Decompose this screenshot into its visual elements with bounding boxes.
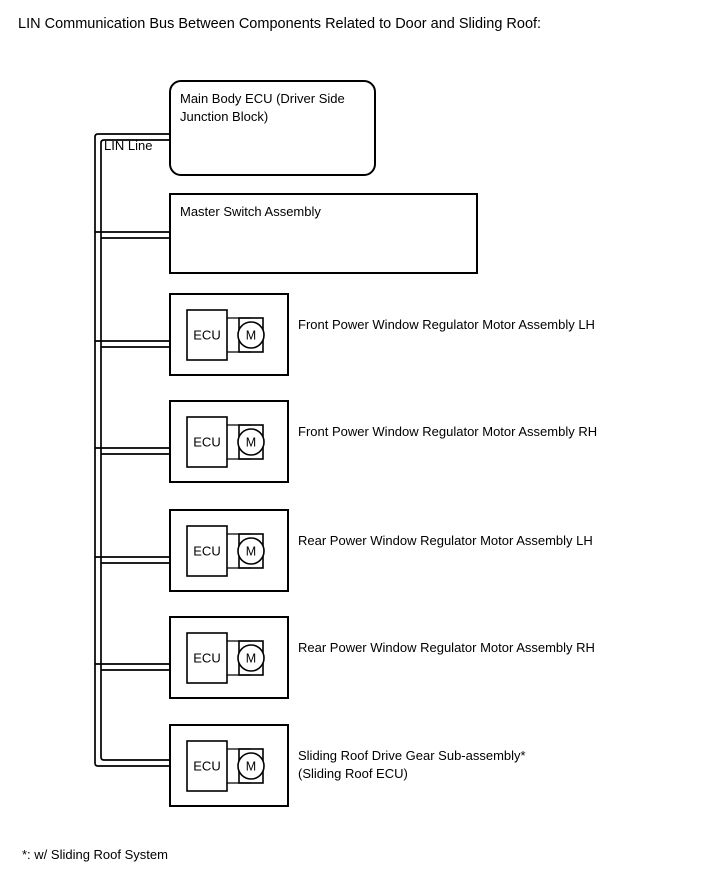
ecu-motor-wires-rear-power-window-regulator-motor-assembly-lh — [227, 533, 251, 569]
node-box-main-body-ecu — [169, 80, 376, 176]
ecu-block-rear-power-window-regulator-motor-assembly-lh — [186, 525, 228, 577]
ecu-block-front-power-window-regulator-motor-assembly-lh — [186, 309, 228, 361]
lin-branch-front-power-window-regulator-motor-assembly-rh — [95, 447, 170, 455]
lin-branch-rear-power-window-regulator-motor-assembly-lh — [95, 556, 170, 564]
node-rear-power-window-regulator-motor-assembly-lh: ECU M — [169, 509, 289, 592]
node-front-power-window-regulator-motor-assembly-lh: ECU M — [169, 293, 289, 376]
footnote: *: w/ Sliding Roof System — [22, 847, 168, 862]
node-box-master-switch-assembly — [169, 193, 478, 274]
node-inside-label-master-switch-assembly: Master Switch Assembly — [180, 204, 321, 219]
ecu-block-front-power-window-regulator-motor-assembly-rh — [186, 416, 228, 468]
motor-circle-rear-power-window-regulator-motor-assembly-rh — [237, 644, 265, 672]
motor-label-sliding-roof-drive-gear-sub-assembly: M — [246, 760, 256, 774]
node-side-label-front-power-window-regulator-motor-assembly-lh: Front Power Window Regulator Motor Assem… — [298, 317, 595, 332]
ecu-block-rear-power-window-regulator-motor-assembly-rh — [186, 632, 228, 684]
ecu-motor-wires-front-power-window-regulator-motor-assembly-rh — [227, 424, 251, 460]
node-front-power-window-regulator-motor-assembly-rh: ECU M — [169, 400, 289, 483]
node-side-label-front-power-window-regulator-motor-assembly-rh: Front Power Window Regulator Motor Assem… — [298, 424, 597, 439]
lin-branch-front-power-window-regulator-motor-assembly-lh — [95, 340, 170, 348]
ecu-block-sliding-roof-drive-gear-sub-assembly — [186, 740, 228, 792]
ecu-motor-wires-sliding-roof-drive-gear-sub-assembly — [227, 748, 251, 784]
motor-label-rear-power-window-regulator-motor-assembly-lh: M — [246, 545, 256, 559]
ecu-label-front-power-window-regulator-motor-assembly-lh: ECU — [193, 328, 220, 343]
ecu-label-rear-power-window-regulator-motor-assembly-rh: ECU — [193, 651, 220, 666]
lin-branch-master-switch-assembly — [95, 231, 170, 239]
ecu-motor-wires-rear-power-window-regulator-motor-assembly-rh — [227, 640, 251, 676]
motor-label-rear-power-window-regulator-motor-assembly-rh: M — [246, 652, 256, 666]
lin-bus-inner-rail — [100, 139, 170, 761]
node-side-label-sliding-roof-drive-gear-sub-assembly: Sliding Roof Drive Gear Sub-assembly*(Sl… — [298, 748, 526, 781]
motor-circle-front-power-window-regulator-motor-assembly-lh — [237, 321, 265, 349]
node-side-label-rear-power-window-regulator-motor-assembly-lh: Rear Power Window Regulator Motor Assemb… — [298, 533, 593, 548]
node-rear-power-window-regulator-motor-assembly-rh: ECU M — [169, 616, 289, 699]
node-master-switch-assembly: Master Switch Assembly — [169, 193, 478, 274]
node-side-label-rear-power-window-regulator-motor-assembly-rh: Rear Power Window Regulator Motor Assemb… — [298, 640, 595, 655]
ecu-label-rear-power-window-regulator-motor-assembly-lh: ECU — [193, 544, 220, 559]
ecu-motor-wires-front-power-window-regulator-motor-assembly-lh — [227, 317, 251, 353]
lin-bus-outer-rail — [94, 133, 170, 767]
lin-branch-rear-power-window-regulator-motor-assembly-rh — [95, 663, 170, 671]
motor-circle-front-power-window-regulator-motor-assembly-rh — [237, 428, 265, 456]
ecu-label-sliding-roof-drive-gear-sub-assembly: ECU — [193, 759, 220, 774]
motor-circle-sliding-roof-drive-gear-sub-assembly — [237, 752, 265, 780]
ecu-label-front-power-window-regulator-motor-assembly-rh: ECU — [193, 435, 220, 450]
motor-label-front-power-window-regulator-motor-assembly-rh: M — [246, 436, 256, 450]
page-title: LIN Communication Bus Between Components… — [18, 16, 542, 32]
motor-label-front-power-window-regulator-motor-assembly-lh: M — [246, 329, 256, 343]
lin-line-label: LIN Line — [104, 138, 152, 153]
node-sliding-roof-drive-gear-sub-assembly: ECU M — [169, 724, 289, 807]
motor-circle-rear-power-window-regulator-motor-assembly-lh — [237, 537, 265, 565]
lin-bus-wiring: LIN Line — [94, 133, 170, 767]
